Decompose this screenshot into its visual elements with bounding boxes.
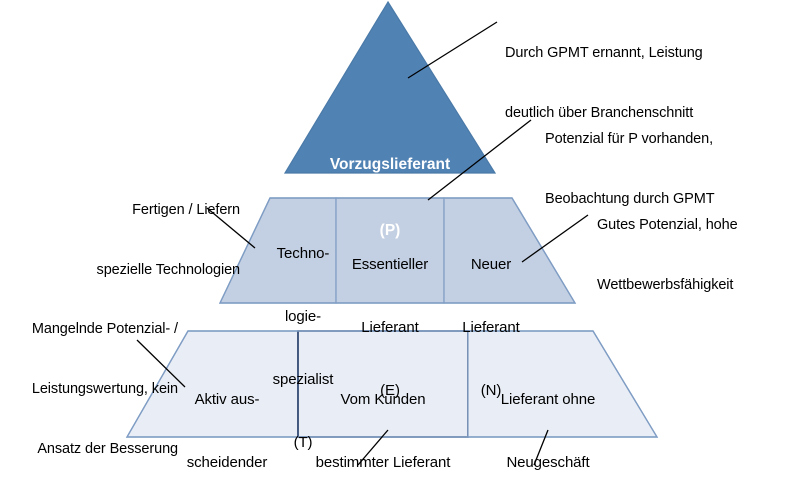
segment-label-N-line-2: (N) bbox=[480, 382, 502, 399]
segment-label-W-line-0: Lieferant ohne bbox=[500, 391, 596, 408]
segment-label-T: Techno- logie- spezialist (T) bbox=[250, 201, 356, 495]
leader-line-x bbox=[136, 339, 186, 388]
annotation-vorzugslieferant: Durch GPMT ernannt, Leistung deutlich üb… bbox=[505, 3, 703, 163]
leader-line-w bbox=[533, 429, 549, 466]
segment-label-E: Essentieller Lieferant (E) bbox=[332, 212, 448, 443]
annotation-aktiv-ausscheidender-line-2: Ansatz der Besserung bbox=[37, 441, 178, 457]
segment-label-P: Vorzugslieferant (P) bbox=[285, 110, 495, 286]
leader-line-t bbox=[206, 207, 256, 249]
annotation-essentieller-lieferant-line-0: Gutes Potenzial, hohe bbox=[597, 217, 738, 233]
annotation-technologiespezialist: Fertigen / Liefern spezielle Technologie… bbox=[0, 160, 241, 320]
annotation-neuer-lieferant-line-0: Potenzial für P vorhanden, bbox=[545, 131, 714, 147]
annotation-aktiv-ausscheidender-line-1: Leistungswertung, kein bbox=[31, 381, 178, 397]
segment-label-E-line-2: (E) bbox=[380, 382, 400, 399]
segment-label-X-line-1: scheidender bbox=[186, 454, 268, 471]
tier-bottom-outline bbox=[125, 330, 659, 438]
segment-label-N-line-1: Lieferant bbox=[462, 319, 520, 336]
annotation-aktiv-ausscheidender: Mangelnde Potenzial- / Leistungswertung,… bbox=[0, 279, 178, 498]
segment-label-T-line-3: (T) bbox=[293, 434, 313, 451]
leader-line-n bbox=[427, 119, 532, 201]
tier-apex-triangle[interactable] bbox=[283, 0, 497, 174]
annotation-essentieller-lieferant: Gutes Potenzial, hohe Wettbewerbsfähigke… bbox=[597, 175, 738, 335]
segment-label-N: Neuer Lieferant (N) bbox=[440, 212, 542, 443]
annotation-vorzugslieferant-line-0: Durch GPMT ernannt, Leistung bbox=[505, 45, 703, 61]
segment-label-D-line-0: Vom Kunden bbox=[340, 391, 426, 408]
segment-label-W: Lieferant ohne Neugeschäft (W) bbox=[470, 347, 626, 498]
leader-line-e bbox=[521, 214, 589, 263]
annotation-lieferant-ohne-neugeschaeft: Wie (X), aber Ausscheiden wirtschaftlich… bbox=[495, 459, 750, 498]
annotation-vorzugslieferant-line-1: deutlich über Branchenschnitt bbox=[505, 105, 694, 121]
segment-label-X: Aktiv aus- scheidender Lieferant (X) bbox=[148, 347, 306, 498]
leader-line-d bbox=[357, 429, 389, 466]
segment-label-T-line-0: Techno- bbox=[276, 245, 330, 262]
annotation-vom-kunden-bestimmter: Festlegung durch Bosch-Kunden bbox=[232, 459, 440, 498]
annotation-technologiespezialist-line-1: spezielle Technologien bbox=[96, 262, 241, 278]
segment-label-T-line-1: logie- bbox=[284, 308, 322, 325]
segment-label-X-line-0: Aktiv aus- bbox=[194, 391, 260, 408]
segment-label-N-line-0: Neuer bbox=[470, 256, 512, 273]
leader-line-p bbox=[407, 21, 498, 79]
segment-label-P-line-1: (P) bbox=[379, 222, 401, 239]
segment-label-E-line-1: Lieferant bbox=[361, 319, 419, 336]
segment-label-P-line-0: Vorzugslieferant bbox=[329, 156, 451, 173]
annotation-essentieller-lieferant-line-1: Wettbewerbsfähigkeit bbox=[597, 277, 734, 293]
annotation-aktiv-ausscheidender-line-0: Mangelnde Potenzial- / bbox=[31, 321, 178, 337]
segment-label-D-line-1: bestimmter Lieferant bbox=[315, 454, 451, 471]
segment-label-W-line-1: Neugeschäft bbox=[506, 454, 590, 471]
segment-label-E-line-0: Essentieller bbox=[351, 256, 429, 273]
segment-label-D: Vom Kunden bestimmter Lieferant (D) bbox=[299, 347, 467, 498]
annotation-neuer-lieferant-line-1: Beobachtung durch GPMT bbox=[545, 191, 715, 207]
segment-label-T-line-2: spezialist bbox=[272, 371, 334, 388]
annotation-technologiespezialist-line-0: Fertigen / Liefern bbox=[132, 202, 240, 218]
annotation-neuer-lieferant: Potenzial für P vorhanden, Beobachtung d… bbox=[545, 89, 715, 249]
